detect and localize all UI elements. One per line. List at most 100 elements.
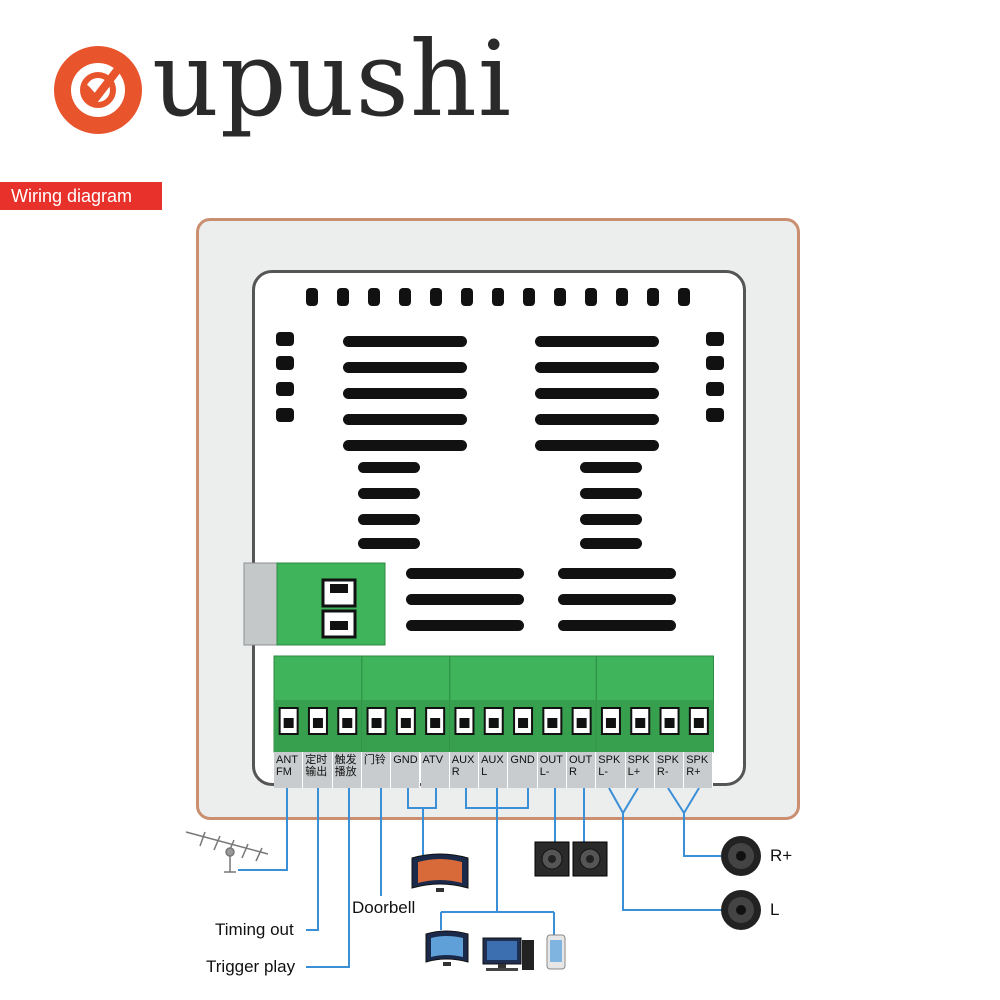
label-doorbell: Doorbell bbox=[352, 898, 416, 917]
vent-bar bbox=[580, 514, 642, 525]
top-vent-slot bbox=[399, 288, 411, 306]
top-vent-slot bbox=[337, 288, 349, 306]
vent-bar bbox=[406, 620, 524, 631]
label-speaker-r: R+ bbox=[770, 846, 793, 865]
terminal-label: 定时 输出 bbox=[303, 752, 333, 788]
top-vent-slot bbox=[647, 288, 659, 306]
side-vent-slot bbox=[276, 382, 294, 396]
vent-bar bbox=[535, 388, 659, 399]
terminal-label: GND bbox=[508, 752, 538, 788]
side-vent-slot bbox=[276, 408, 294, 422]
switch-bracket bbox=[243, 562, 279, 646]
terminal-screw-hole bbox=[635, 718, 646, 728]
side-vent-slot bbox=[706, 382, 724, 396]
top-vent-slot bbox=[461, 288, 473, 306]
computer-icon bbox=[482, 937, 534, 971]
monitor-icon bbox=[425, 930, 469, 966]
antenna-icon bbox=[185, 831, 269, 873]
brand-name: upushi bbox=[152, 18, 513, 140]
ceiling-speaker-r-icon bbox=[721, 836, 761, 876]
wire-aux-sources bbox=[440, 808, 555, 935]
active-speakers-icon bbox=[534, 841, 608, 877]
wire-trigger-play bbox=[306, 788, 350, 968]
terminal-label: SPK R- bbox=[654, 752, 685, 788]
wire-speaker-l bbox=[608, 787, 722, 911]
terminal-label: OUT R bbox=[567, 752, 597, 788]
terminal-screw-hole bbox=[283, 718, 294, 728]
side-vent-slot bbox=[706, 332, 724, 346]
vent-bar bbox=[358, 488, 420, 499]
terminal-screw-hole bbox=[664, 718, 675, 728]
terminal-label: AUX R bbox=[449, 752, 480, 788]
top-vent-slot bbox=[430, 288, 442, 306]
top-vent-slot bbox=[523, 288, 535, 306]
ceiling-speaker-l-icon bbox=[721, 890, 761, 930]
vent-bar bbox=[580, 538, 642, 549]
section-title-badge: Wiring diagram bbox=[0, 182, 162, 210]
label-trigger-play: Trigger play bbox=[206, 957, 296, 976]
top-vent-slot bbox=[678, 288, 690, 306]
terminal-label: GND bbox=[391, 752, 421, 788]
vent-bar bbox=[558, 594, 676, 605]
vent-bar bbox=[580, 462, 642, 473]
side-vent-slot bbox=[706, 408, 724, 422]
top-vent-slot bbox=[368, 288, 380, 306]
vent-bar bbox=[343, 336, 467, 347]
terminal-screw-hole bbox=[312, 718, 323, 728]
terminal-screw-hole bbox=[342, 718, 353, 728]
wire-aux-bus bbox=[465, 788, 529, 809]
vent-bar bbox=[358, 514, 420, 525]
brand-logo-icon bbox=[54, 46, 142, 134]
terminal-screw-hole bbox=[371, 718, 382, 728]
vent-bar bbox=[406, 594, 524, 605]
terminal-label: SPK L- bbox=[596, 752, 626, 788]
vent-bar bbox=[558, 568, 676, 579]
terminal-screw-hole bbox=[400, 718, 411, 728]
terminal-label: OUT L- bbox=[537, 752, 567, 788]
wire-antenna bbox=[238, 788, 288, 871]
wire-gnd-atv bbox=[407, 788, 437, 809]
terminal-label: SPK L+ bbox=[625, 752, 655, 788]
vent-bar bbox=[343, 414, 467, 425]
top-vent-slot bbox=[585, 288, 597, 306]
vent-bar bbox=[535, 336, 659, 347]
vent-bar bbox=[558, 620, 676, 631]
vent-slots bbox=[276, 288, 724, 631]
side-vent-slot bbox=[706, 356, 724, 370]
terminal-screw-hole bbox=[547, 718, 558, 728]
wire-speaker-r bbox=[667, 787, 722, 857]
top-vent-slot bbox=[492, 288, 504, 306]
label-timing-out: Timing out bbox=[215, 920, 294, 939]
dip-switch-2-knob bbox=[330, 621, 348, 630]
side-vent-slot bbox=[276, 332, 294, 346]
side-vent-slot bbox=[276, 356, 294, 370]
vent-bar bbox=[580, 488, 642, 499]
tv-icon bbox=[411, 853, 469, 892]
terminal-label: ATV bbox=[420, 752, 450, 788]
wire-timing-out bbox=[306, 788, 319, 931]
dip-switch-1-knob bbox=[330, 584, 348, 593]
terminal-screw-hole bbox=[693, 718, 704, 728]
wires bbox=[238, 787, 722, 968]
terminal-label: 门铃 bbox=[361, 752, 392, 788]
vent-bar bbox=[343, 388, 467, 399]
terminal-screw-hole bbox=[518, 718, 529, 728]
phone-icon bbox=[546, 934, 566, 970]
terminal-screw-hole bbox=[488, 718, 499, 728]
vent-bar bbox=[358, 538, 420, 549]
terminal-screw-hole bbox=[605, 718, 616, 728]
vent-bar bbox=[343, 362, 467, 373]
top-vent-slot bbox=[554, 288, 566, 306]
terminal-screw-hole bbox=[459, 718, 470, 728]
terminal-label: 触发 播放 bbox=[332, 752, 362, 788]
vent-bar bbox=[535, 414, 659, 425]
terminal-blocks bbox=[273, 655, 714, 753]
vent-bar bbox=[535, 440, 659, 451]
terminal-screw-hole bbox=[576, 718, 587, 728]
vent-bar bbox=[343, 440, 467, 451]
terminal-label: ANT FM bbox=[274, 752, 304, 788]
label-speaker-l: L bbox=[770, 900, 780, 919]
vent-bar bbox=[406, 568, 524, 579]
terminal-screw-hole bbox=[430, 718, 441, 728]
top-vent-slot bbox=[306, 288, 318, 306]
